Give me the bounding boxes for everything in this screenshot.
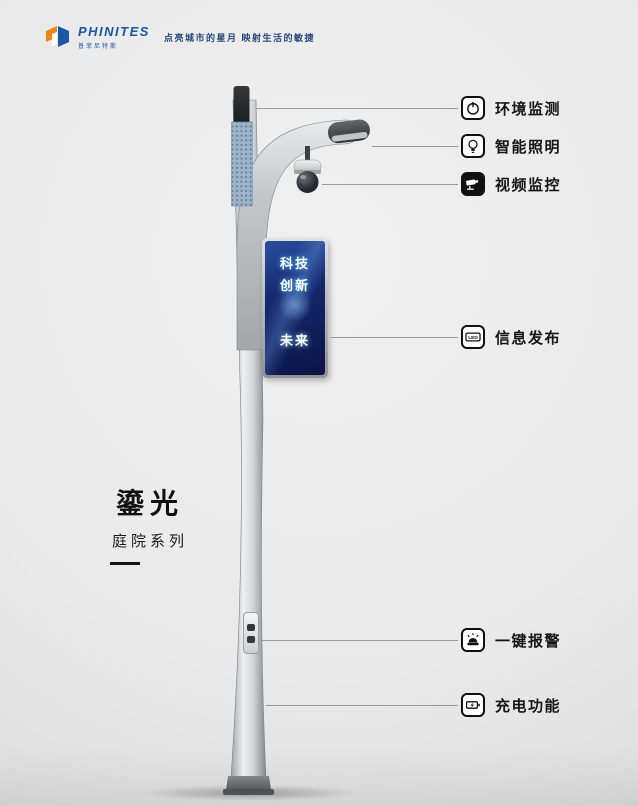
charging-icon [461,693,485,717]
feature-smart-lighting: 智能照明 [372,134,561,158]
screen-text-line2: 创新 [279,278,310,293]
brand-name: PHINITES [78,24,150,39]
leader-line [330,336,458,338]
screen-glow-decoration [278,288,312,323]
feature-label: 信息发布 [495,329,562,347]
smart-lighting-icon [461,134,485,158]
feature-label: 一键报警 [495,632,562,650]
info-display-icon: LED [461,325,485,349]
dome-camera [293,146,322,193]
pole-top-cap [233,86,250,128]
intercom-button [247,635,255,643]
perforated-panel [231,121,253,207]
leader-line [262,639,458,641]
leader-line [256,107,458,109]
feature-label: 充电功能 [495,697,562,715]
leader-line [266,704,458,706]
feature-information-display: LED 信息发布 [330,325,561,349]
brand-subtitle: 普菲尼特斯 [78,44,119,50]
alarm-icon [461,628,485,652]
led-icon-text: LED [468,335,478,341]
leader-line [372,145,458,147]
feature-video-surveillance: 视频监控 [322,172,561,196]
pole-base [223,776,274,795]
feature-label: 视频监控 [495,176,562,194]
screen-text-line3: 未来 [279,333,310,348]
feature-label: 智能照明 [495,138,562,156]
brand-tagline: 点亮城市的星月 映射生活的敏捷 [163,33,315,43]
feature-environment-monitoring: 环境监测 [256,96,561,120]
alarm-button [247,623,255,631]
feature-label: 环境监测 [495,100,562,118]
alarm-button-panel [243,612,259,654]
led-display-screen: 科技 创新 未来 [262,238,328,378]
title-underline [110,562,140,565]
screen-text-line1: 科技 [279,256,310,271]
brand-header: PHINITES 普菲尼特斯 点亮城市的星月 映射生活的敏捷 [44,24,315,51]
environment-monitor-icon [461,96,485,120]
phinites-logo-icon [44,24,71,51]
product-name: 鎏光 [115,488,184,519]
led-display-content: 科技 创新 未来 [265,241,325,375]
lamp-head [327,119,370,144]
product-title-block: 鎏光 庭院系列 [100,482,200,565]
video-surveillance-icon [461,172,485,196]
product-series: 庭院系列 [111,533,188,550]
feature-one-key-alarm: 一键报警 [262,628,561,652]
feature-charging: 充电功能 [266,693,561,717]
leader-line [322,183,458,185]
